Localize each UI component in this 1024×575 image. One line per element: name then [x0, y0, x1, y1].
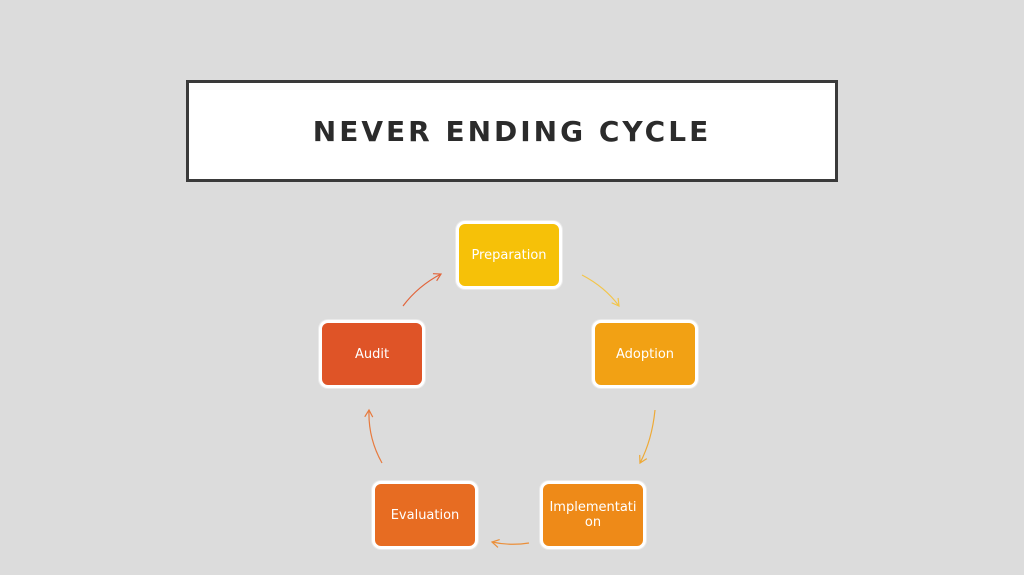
title-box: NEVER ENDING CYCLE	[186, 80, 838, 182]
node-label: Evaluation	[390, 507, 460, 523]
arrow-evaluation-to-audit	[364, 408, 383, 464]
cycle-node-audit: Audit	[319, 320, 425, 388]
cycle-node-adoption: Adoption	[592, 320, 698, 388]
cycle-node-evaluation: Evaluation	[372, 481, 478, 549]
cycle-node-implementation: Implementati on	[540, 481, 646, 549]
node-label: Preparation	[471, 247, 547, 263]
arrow-preparation-to-adoption	[581, 274, 620, 307]
page-title: NEVER ENDING CYCLE	[312, 114, 712, 148]
node-label: Audit	[354, 346, 390, 362]
cycle-node-preparation: Preparation	[456, 221, 562, 289]
arrow-implementation-to-evaluation	[490, 539, 530, 548]
arrow-audit-to-preparation	[402, 273, 443, 307]
node-label: Implementati on	[549, 500, 637, 530]
node-label: Adoption	[615, 346, 675, 362]
arrow-adoption-to-implementation	[639, 409, 656, 465]
